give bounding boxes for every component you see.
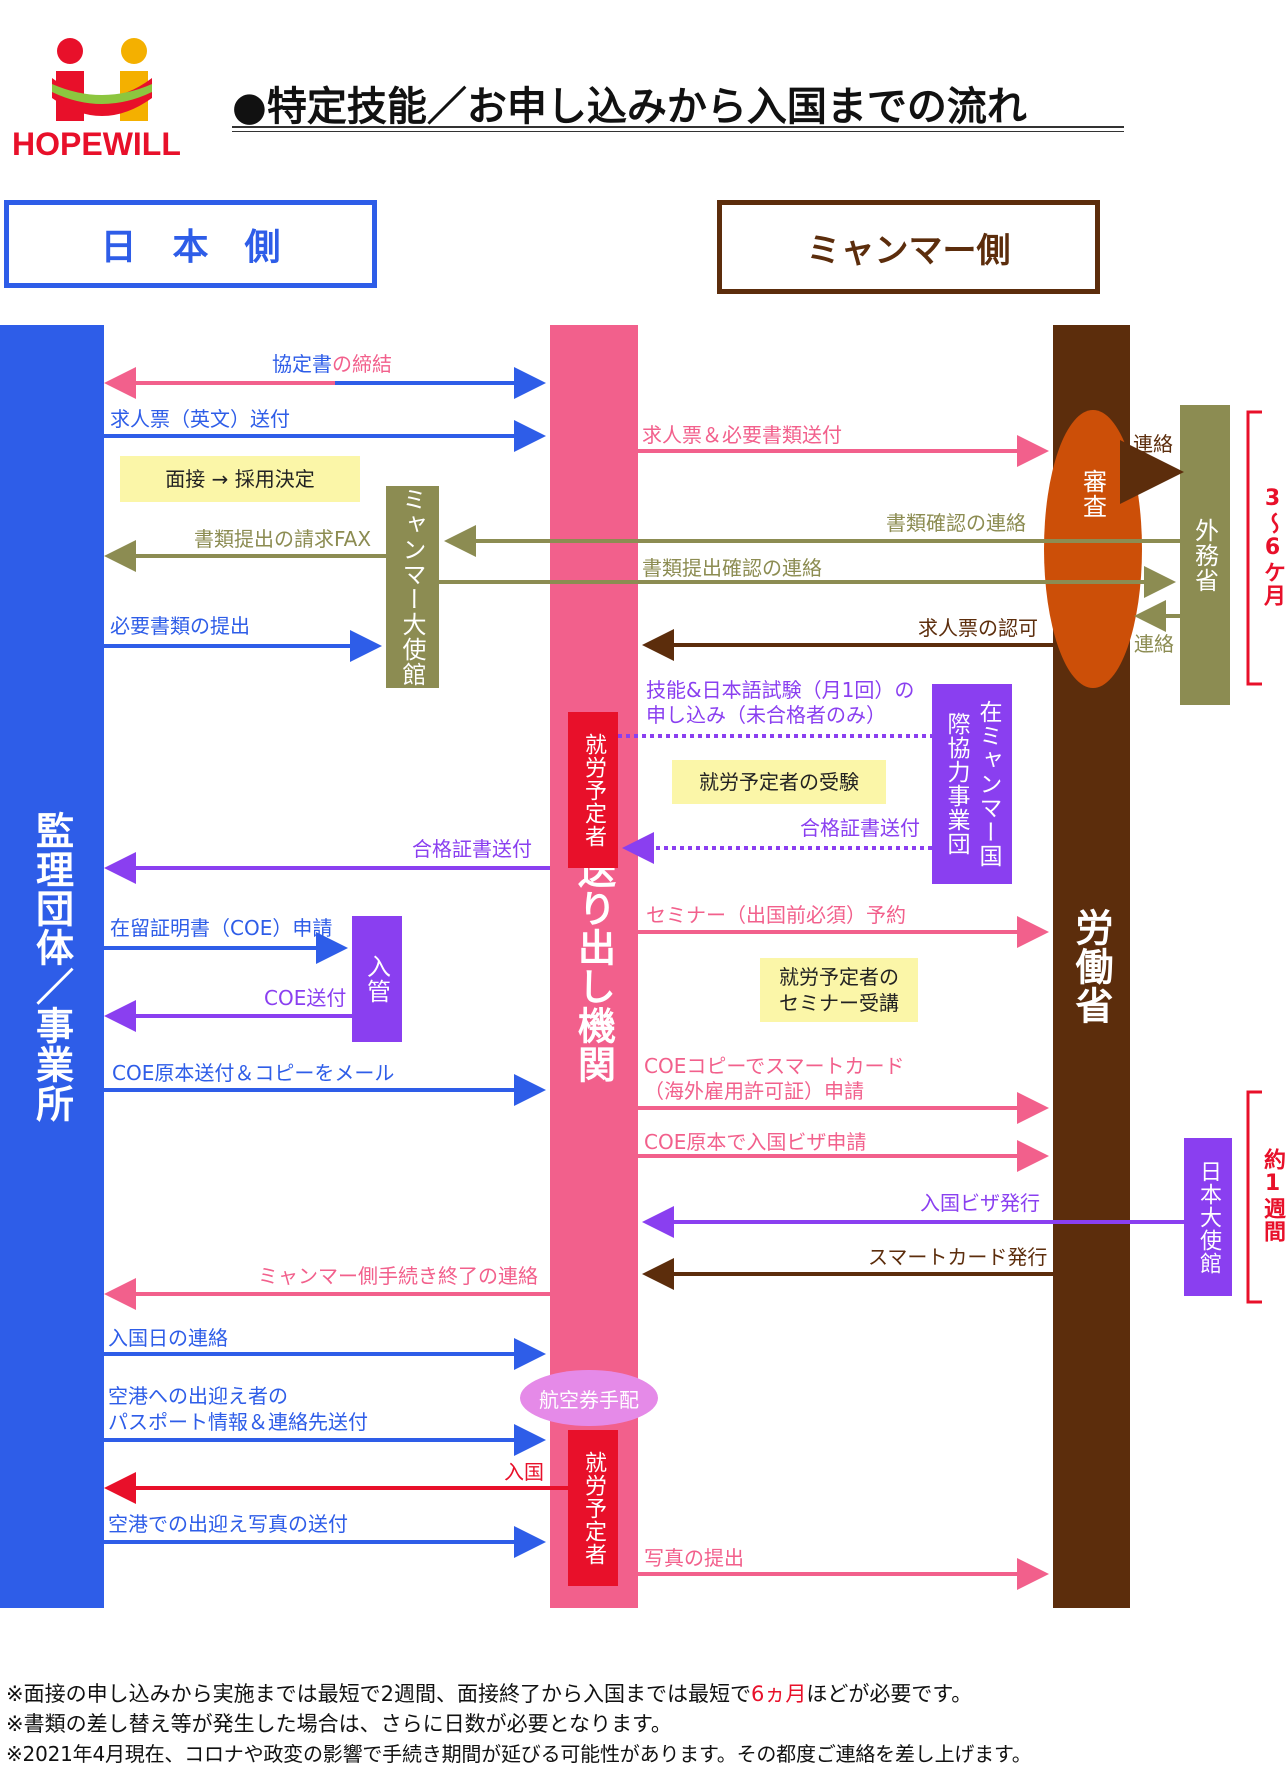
label-photo-submit: 写真の提出 (644, 1546, 744, 1570)
label-doc-submit-confirm: 書類提出確認の連絡 (642, 556, 822, 580)
label-seminar-book: セミナー（出国前必須）予約 (646, 903, 906, 927)
note-exam: 就労予定者の受験 (672, 760, 886, 804)
lifeline-labor-ministry-label: 労働省 (1069, 908, 1113, 1025)
ticket-arrangement-label: 航空券手配 (539, 1387, 639, 1412)
footer-note-2: ※書類の差し替え等が発生した場合は、さらに日数が必要となります。 (6, 1712, 672, 1736)
label-cert-send: 合格証書送付 (412, 837, 532, 861)
myanmar-embassy-box: ミャンマー大使館 (386, 486, 439, 688)
footer-note-1-a: ※面接の申し込みから実施までは最短で2週間、面接終了から入国までは最短で (6, 1682, 751, 1706)
duration-months-label: 3〜6ケ月 (1260, 486, 1285, 607)
label-contact-2: 連絡 (1134, 632, 1174, 656)
foreign-ministry-label: 外務省 (1190, 517, 1219, 593)
label-fax: 書類提出の請求FAX (194, 527, 372, 551)
label-visa-issue: 入国ビザ発行 (920, 1191, 1040, 1215)
ticket-arrangement-oval: 航空券手配 (520, 1370, 658, 1426)
label-coe-apply: 在留証明書（COE）申請 (110, 916, 333, 940)
title-underline (232, 126, 1124, 128)
logo-text: HOPEWILL (12, 126, 181, 162)
label-exam-apply: 技能&日本語試験（月1回）の 申し込み（未合格者のみ） (646, 678, 915, 727)
note-exam-text: 就労予定者の受験 (699, 770, 859, 794)
header-japan-side: 日 本 側 (4, 200, 377, 288)
label-smartcard-issue: スマートカード発行 (868, 1245, 1048, 1269)
label-agreement-a: 協定書 (272, 352, 332, 376)
lifeline-supervising-org: 監理団体／事業所 (0, 325, 104, 1608)
immigration-label: 入管 (362, 954, 391, 1004)
footer-note-1-b: 6ヵ月 (750, 1682, 807, 1706)
label-agreement-b: の締結 (332, 352, 392, 376)
worker-box-1-label: 就労予定者 (581, 732, 606, 848)
label-job-order: 求人票（英文）送付 (110, 407, 290, 431)
page-title: ●特定技能／お申し込みから入国までの流れ (232, 84, 1027, 130)
bracket-week (1246, 1090, 1262, 1304)
lifeline-sending-agency-label: 送り出し機関 (571, 849, 616, 1084)
label-mm-done: ミャンマー側手続き終了の連絡 (258, 1264, 538, 1288)
note-seminar: 就労予定者の セミナー受講 (760, 958, 918, 1022)
label-entry: 入国 (504, 1460, 544, 1484)
label-job-docs: 求人票＆必要書類送付 (642, 423, 842, 447)
footer-note-1-c: ほどが必要です。 (806, 1682, 973, 1706)
duration-week-label: 約1週間 (1260, 1148, 1285, 1243)
footer-note-3: ※2021年4月現在、コロナや政変の影響で手続き期間が延びる可能性があります。そ… (6, 1742, 1032, 1766)
lifeline-supervising-org-label: 監理団体／事業所 (29, 810, 74, 1123)
label-agreement: 協定書の締結 (272, 352, 392, 376)
worker-box-2: 就労予定者 (568, 1430, 618, 1586)
note-seminar-text: 就労予定者の セミナー受講 (779, 965, 899, 1015)
label-visa-apply: COE原本で入国ビザ申請 (644, 1130, 867, 1154)
japan-embassy-label: 日本大使館 (1196, 1159, 1221, 1275)
jica-box: 在ミャンマー国際協力事業団 (932, 684, 1012, 884)
foreign-ministry-box: 外務省 (1180, 405, 1230, 705)
logo: HOPEWILL (8, 16, 188, 166)
note-interview: 面接 → 採用決定 (120, 456, 360, 502)
review-label: 審査 (1078, 469, 1107, 519)
logo-mark-icon (52, 38, 152, 121)
footer-note-1: ※面接の申し込みから実施までは最短で2週間、面接終了から入国までは最短で6ヵ月ほ… (6, 1680, 972, 1708)
label-coe-send: COE送付 (264, 986, 347, 1010)
label-doc-confirm: 書類確認の連絡 (886, 511, 1026, 535)
bracket-months (1246, 410, 1262, 686)
label-entry-date: 入国日の連絡 (108, 1326, 228, 1350)
note-interview-text: 面接 → 採用決定 (165, 467, 315, 491)
immigration-box: 入管 (352, 916, 402, 1042)
title-underline (232, 131, 1124, 132)
label-smartcard-apply: COEコピーでスマートカード （海外雇用許可証）申請 (644, 1054, 905, 1103)
worker-box-1: 就労予定者 (568, 712, 618, 868)
jica-label: 在ミャンマー国際協力事業団 (943, 700, 1001, 868)
label-cert-forward: 合格証書送付 (800, 816, 920, 840)
label-contact-1: 連絡 (1133, 432, 1173, 456)
header-japan-label: 日 本 側 (100, 227, 281, 268)
label-pickup-info: 空港への出迎え者の パスポート情報＆連絡先送付 (108, 1384, 368, 1434)
header-myanmar-label: ミャンマー側 (806, 230, 1011, 271)
japan-embassy-box: 日本大使館 (1184, 1138, 1232, 1296)
label-coe-original: COE原本送付＆コピーをメール (112, 1061, 395, 1085)
label-job-approval: 求人票の認可 (918, 616, 1038, 640)
header-myanmar-side: ミャンマー側 (717, 200, 1100, 294)
label-photo-airport: 空港での出迎え写真の送付 (108, 1512, 348, 1536)
myanmar-embassy-label: ミャンマー大使館 (398, 487, 426, 687)
label-submit-docs: 必要書類の提出 (110, 614, 250, 638)
worker-box-2-label: 就労予定者 (581, 1450, 606, 1566)
